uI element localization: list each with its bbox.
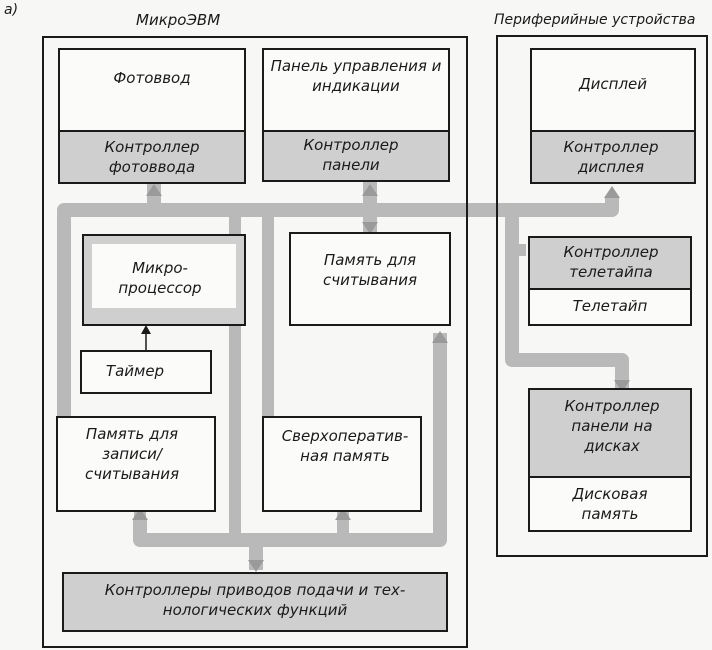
photo-input-controller-block: [58, 130, 246, 184]
disk-memory-label: Дисковая память: [572, 485, 648, 523]
drive-controllers-label: Контроллеры приводов подачи и тех- нолог…: [104, 581, 406, 619]
photo-input-block: [58, 48, 246, 132]
peripheral-bus: [505, 210, 629, 390]
photo-input-label: Фотоввод: [113, 69, 191, 87]
rom-block: [289, 232, 451, 326]
microcomputer-title: МикроЭВМ: [136, 11, 221, 29]
arrow-drives: [248, 560, 264, 572]
teletype-block: [528, 288, 692, 326]
panel-controller-label: Контроллер панели: [303, 136, 399, 174]
timer-label: Таймер: [105, 362, 165, 380]
arrow-scratch: [335, 508, 351, 520]
teletype-controller-block: [528, 236, 692, 290]
control-panel-block: [262, 48, 450, 132]
arrow-rom: [432, 331, 448, 343]
disk-controller-label: Контроллер панели на дисках: [564, 397, 660, 455]
control-panel-label: Панель управления и индикации: [270, 57, 442, 95]
rom-label: Память для считывания: [322, 251, 418, 289]
timer-block: [80, 350, 212, 394]
scratchpad-label: Сверхоператив- ная память: [281, 427, 409, 465]
display-controller-label: Контроллер дисплея: [563, 138, 659, 176]
teletype-controller-label: Контроллер телетайпа: [563, 243, 659, 281]
arrow-display: [604, 186, 620, 198]
microprocessor-label: Микро- процессор: [118, 259, 202, 297]
panel-controller-block: [262, 130, 450, 182]
peripherals-frame: [496, 35, 708, 557]
teletype-label: Телетайп: [572, 297, 648, 315]
microprocessor-inner: [92, 244, 236, 308]
drive-controllers-block: [62, 572, 448, 632]
arrow-panel: [362, 184, 378, 196]
microcomputer-frame: [42, 36, 468, 648]
photo-input-controller-label: Контроллер фотоввода: [104, 138, 200, 176]
display-block: [530, 48, 696, 132]
arrow-disk: [614, 380, 630, 392]
arrow-ram: [132, 508, 148, 520]
timer-arrow-head: [141, 325, 151, 334]
display-controller-block: [530, 130, 696, 184]
scratchpad-block: [262, 416, 422, 512]
arrow-panel-down: [362, 222, 378, 234]
ram-block: [56, 416, 216, 512]
arrow-photo: [146, 184, 162, 196]
figure-label: а): [4, 2, 19, 18]
ram-label: Память для записи/ считывания: [84, 425, 180, 483]
disk-memory-block: [528, 476, 692, 532]
display-label: Дисплей: [578, 75, 648, 93]
peripherals-title: Периферийные устройства: [494, 12, 696, 28]
main-bus-top: [57, 196, 619, 416]
